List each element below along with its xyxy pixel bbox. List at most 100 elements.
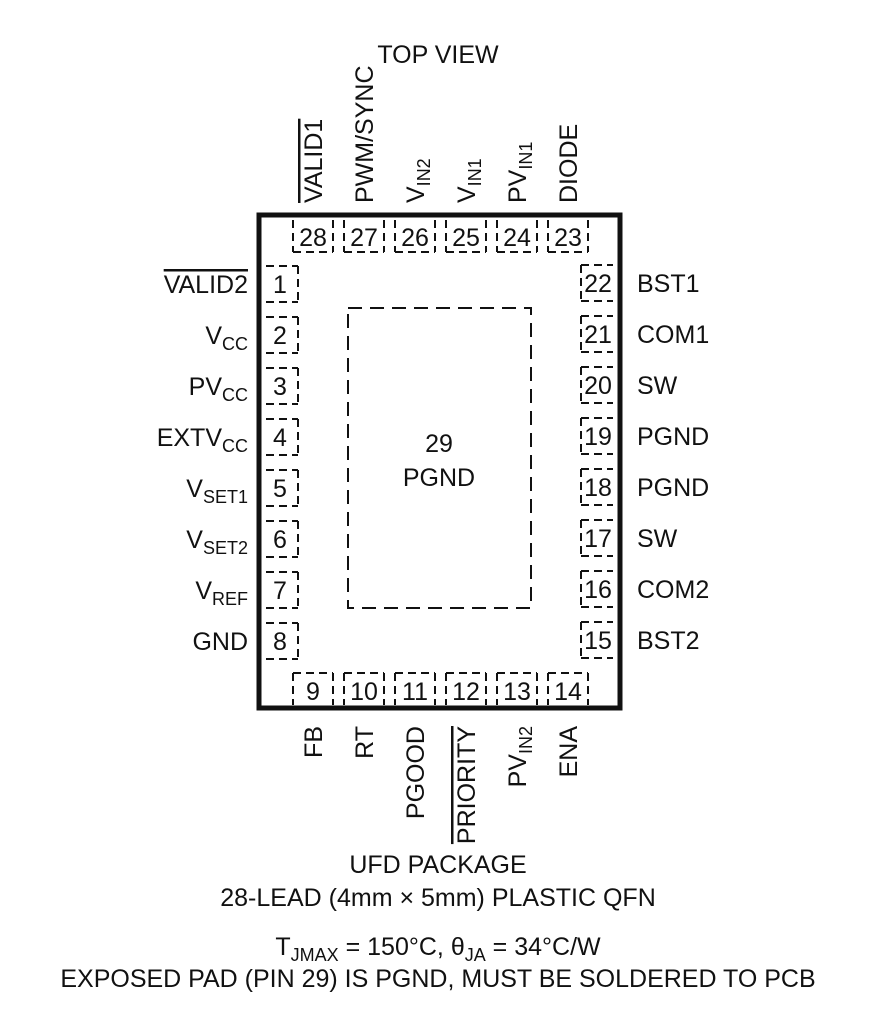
- pin-label-main: BST1: [637, 270, 700, 298]
- pin-label: DIODE: [555, 124, 583, 203]
- pin-label-main: EXTV: [157, 424, 223, 452]
- pin-label: VALID1: [300, 119, 328, 203]
- pin-label-main: V: [186, 526, 203, 554]
- pin-label: COM1: [637, 321, 709, 349]
- pin-group: 1VALID22VCC3PVCC4EXTVCC5VSET16VSET27VREF…: [157, 66, 710, 845]
- pin-label: PWM/SYNC: [351, 66, 379, 204]
- tj-value: = 150°C,: [339, 933, 451, 961]
- pin-number: 12: [452, 678, 480, 706]
- pin-number: 26: [401, 224, 429, 252]
- pin-number: 22: [584, 270, 612, 298]
- pin-label-main: PRIORITY: [453, 726, 481, 844]
- pin-label: VSET1: [186, 475, 248, 507]
- pin-label: PVIN2: [504, 726, 536, 787]
- pin-number: 13: [503, 678, 531, 706]
- pin-label-main: VALID2: [164, 271, 248, 299]
- pin-label-main: V: [402, 186, 430, 203]
- pin-label-main: V: [453, 186, 481, 203]
- pin-label: VIN2: [402, 158, 434, 203]
- pin-number: 2: [273, 322, 287, 350]
- pin-number: 28: [299, 224, 327, 252]
- pin-number: 3: [273, 373, 287, 401]
- pin-number: 8: [273, 628, 287, 656]
- pin-label: VSET2: [186, 526, 248, 558]
- pin-number: 23: [554, 224, 582, 252]
- pin-number: 18: [584, 474, 612, 502]
- pin-label: SW: [637, 525, 678, 553]
- pin-label: VREF: [195, 577, 248, 609]
- pin-label-main: V: [195, 577, 212, 605]
- pin-label: VIN1: [453, 158, 485, 203]
- pin-number: 11: [402, 678, 428, 706]
- pin-number: 24: [503, 224, 531, 252]
- pin-label: SW: [637, 372, 678, 400]
- pin-number: 15: [584, 627, 612, 655]
- pin-label: PVIN1: [504, 142, 536, 203]
- pin-label-subscript: IN2: [516, 726, 536, 754]
- pin-label: BST2: [637, 627, 700, 655]
- pin-label-subscript: IN1: [516, 142, 536, 170]
- pin-label-main: PV: [189, 373, 223, 401]
- pin-label-subscript: CC: [222, 385, 248, 405]
- pin-number: 16: [584, 576, 612, 604]
- pin-label-main: V: [205, 322, 222, 350]
- pin-label-subscript: REF: [212, 589, 248, 609]
- exposed-pad-label: PGND: [403, 464, 475, 492]
- pin-label-main: GND: [192, 628, 248, 656]
- thermal-spec: TJMAX = 150°C, θJA = 34°C/W: [275, 933, 601, 965]
- theta-subscript: JA: [465, 945, 486, 965]
- exposed-pad-number: 29: [425, 430, 453, 458]
- pin-label: COM2: [637, 576, 709, 604]
- pin-label-subscript: SET1: [203, 487, 248, 507]
- pin-label-subscript: CC: [222, 334, 248, 354]
- pin-label-main: VALID1: [300, 119, 328, 203]
- theta-value: = 34°C/W: [486, 933, 601, 961]
- pin-label-main: PGND: [637, 423, 709, 451]
- pin-number: 17: [584, 525, 612, 553]
- tj-subscript: JMAX: [291, 945, 339, 965]
- pin-number: 27: [350, 224, 378, 252]
- pin-label-main: BST2: [637, 627, 700, 655]
- pin-label-main: RT: [351, 726, 379, 759]
- pin-number: 9: [306, 678, 320, 706]
- pin-label-main: SW: [637, 525, 678, 553]
- solder-note: EXPOSED PAD (PIN 29) IS PGND, MUST BE SO…: [60, 965, 815, 993]
- pin-label: GND: [192, 628, 248, 656]
- pin-label: VALID2: [164, 271, 248, 299]
- pin-number: 14: [554, 678, 582, 706]
- pin-label: PVCC: [189, 373, 248, 405]
- pin-number: 5: [273, 475, 287, 503]
- pin-label: PGOOD: [402, 726, 430, 819]
- pin-label: PGND: [637, 474, 709, 502]
- pin-label: ENA: [555, 726, 583, 778]
- pin-label-subscript: IN2: [414, 158, 434, 186]
- pin-label-subscript: SET2: [203, 538, 248, 558]
- pin-label-main: PWM/SYNC: [351, 66, 379, 204]
- tj-symbol: T: [275, 933, 290, 961]
- pin-label-main: PV: [504, 169, 532, 203]
- pin-label: EXTVCC: [157, 424, 248, 456]
- exposed-pad-outline: [347, 307, 532, 609]
- pin-label-main: V: [186, 475, 203, 503]
- view-label: TOP VIEW: [377, 41, 499, 69]
- pin-label-main: PV: [504, 754, 532, 788]
- pin-number: 10: [350, 678, 378, 706]
- pin-label-main: COM1: [637, 321, 709, 349]
- pin-label-main: PGOOD: [402, 726, 430, 819]
- pin-label-subscript: IN1: [465, 158, 485, 186]
- pin-label: VCC: [205, 322, 248, 354]
- pin-label: FB: [300, 726, 328, 758]
- pin-label-subscript: CC: [222, 436, 248, 456]
- pin-number: 7: [273, 577, 287, 605]
- pin-label-main: DIODE: [555, 124, 583, 203]
- pin-label-main: COM2: [637, 576, 709, 604]
- pin-label-main: FB: [300, 726, 328, 758]
- package-name: UFD PACKAGE: [349, 851, 526, 879]
- pin-label: BST1: [637, 270, 700, 298]
- pin-label: PGND: [637, 423, 709, 451]
- pin-label-main: ENA: [555, 726, 583, 778]
- pin-label: RT: [351, 726, 379, 759]
- package-description: 28-LEAD (4mm × 5mm) PLASTIC QFN: [220, 884, 656, 912]
- pin-number: 6: [273, 526, 287, 554]
